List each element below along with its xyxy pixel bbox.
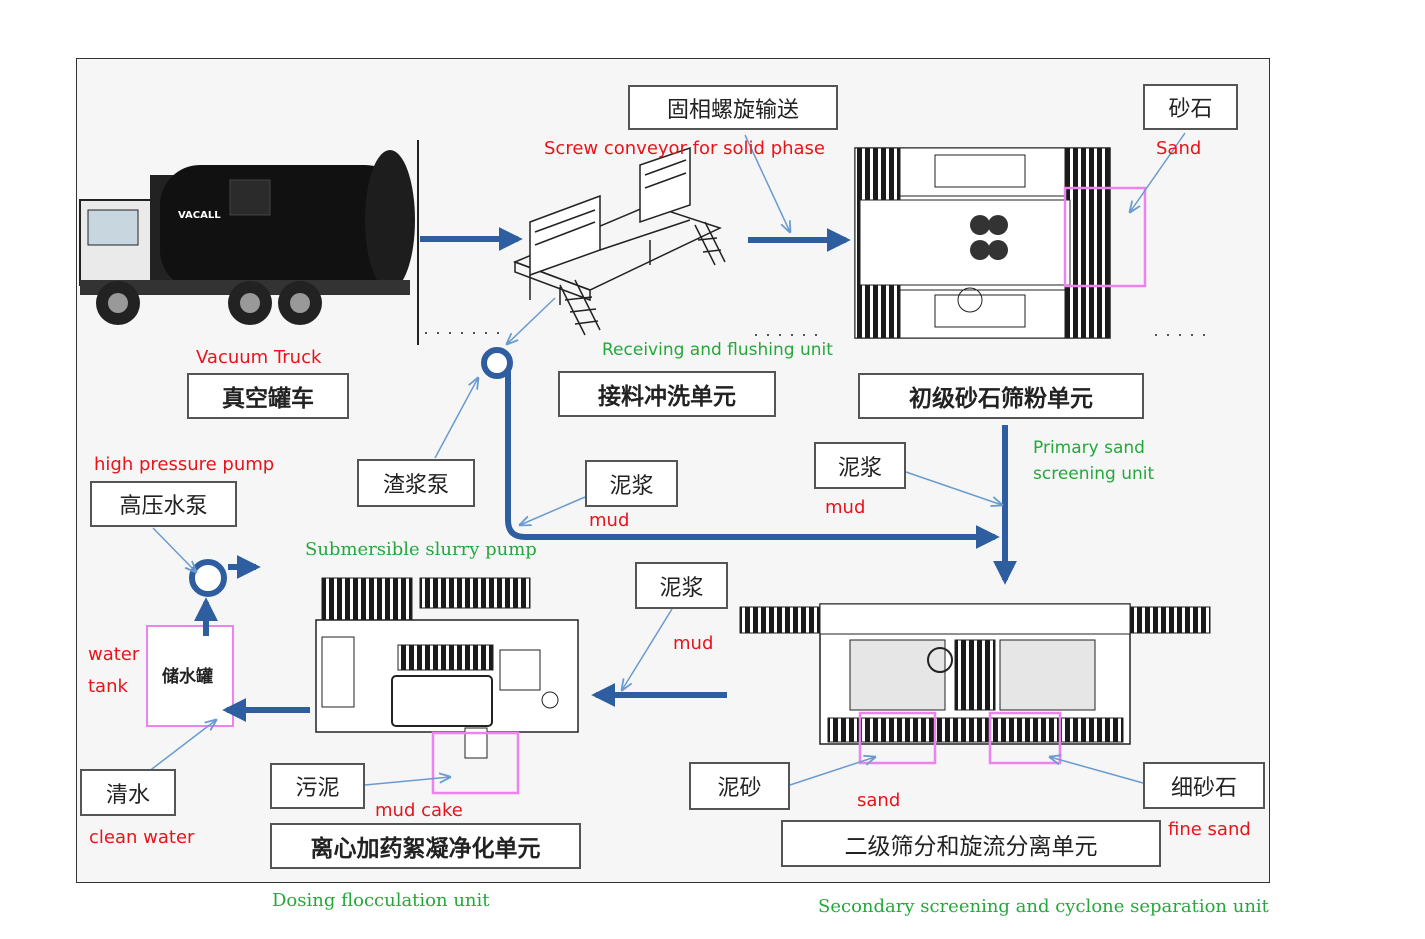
mud-cn-label-2: 泥浆	[814, 442, 906, 489]
hp-pump-cn-label: 高压水泵	[90, 481, 237, 527]
vacuum-truck-en-label: Vacuum Truck	[196, 347, 322, 368]
dosing-unit-en-label: Dosing flocculation unit	[272, 890, 490, 911]
sand-outlet-highlight-2	[858, 711, 937, 765]
primary-unit-cn-label: 初级砂石筛粉单元	[858, 373, 1144, 419]
pointer-clean-water	[147, 720, 216, 773]
slag-pump-cn-label: 渣浆泵	[357, 459, 475, 507]
flow-arrow-slurry-pipe	[505, 370, 1000, 549]
screw-conveyor-en-label: Screw conveyor for solid phase	[544, 138, 826, 159]
mud-cake-highlight	[431, 731, 520, 795]
dosing-unit-image	[315, 577, 579, 795]
pointer-hp-pump	[152, 527, 196, 572]
sand-en-label: Sand	[1156, 138, 1202, 159]
primary-unit-en-label-1: Primary sand	[1033, 438, 1145, 458]
truck-brand-text: VACALL	[178, 210, 221, 221]
pointer-mud-1	[520, 496, 586, 525]
submersible-pump-en-label: Submersible slurry pump	[305, 539, 537, 560]
pointer-receiving	[507, 297, 556, 344]
receiving-unit-cn-label: 接料冲洗单元	[558, 371, 776, 417]
fine-sand-outlet-highlight	[988, 711, 1062, 765]
slurry-pump-symbol	[481, 347, 513, 379]
mudsand-cn-label: 泥砂	[689, 762, 790, 810]
hp-pump-en-label: high pressure pump	[94, 454, 275, 475]
sand-cn-label: 砂石	[1143, 84, 1238, 130]
clean-water-en-label: clean water	[89, 827, 195, 848]
dosing-unit-cn-label: 离心加药絮凝净化单元	[270, 823, 581, 869]
water-tank-en-label-1: water	[88, 644, 140, 665]
sand-en-label-2: sand	[857, 790, 901, 811]
primary-unit-en-label-2: screening unit	[1033, 464, 1155, 484]
mud-en-label-1: mud	[589, 510, 630, 531]
fine-sand-en-label: fine sand	[1168, 819, 1251, 840]
screw-conveyor-cn-label: 固相螺旋输送	[628, 85, 838, 130]
secondary-unit-cn-label: 二级筛分和旋流分离单元	[781, 820, 1161, 867]
secondary-screening-unit-image	[739, 603, 1211, 765]
clean-water-cn-label: 清水	[80, 769, 176, 816]
pointer-mud-2	[905, 471, 1002, 505]
water-tank-cn-label: 储水罐	[162, 667, 213, 687]
receiving-unit-image	[512, 146, 726, 336]
finesand-cn-label: 细砂石	[1143, 762, 1265, 809]
vacuum-truck-cn-label: 真空罐车	[187, 373, 349, 419]
receiving-unit-en-label: Receiving and flushing unit	[602, 340, 833, 360]
mud-cn-label-3: 泥浆	[635, 562, 728, 609]
water-tank	[146, 625, 234, 727]
high-pressure-pump-symbol	[189, 559, 227, 597]
mud-cn-label-1: 泥浆	[585, 460, 678, 507]
sand-outlet-highlight	[1063, 186, 1147, 288]
pointer-finesand	[1050, 757, 1144, 784]
secondary-unit-en-label: Secondary screening and cyclone separati…	[818, 896, 1269, 917]
pointer-mudsand	[789, 757, 875, 786]
pointer-sand	[1130, 132, 1186, 212]
vacuum-truck-image: VACALL	[79, 140, 419, 345]
mud-en-label-3: mud	[673, 633, 714, 654]
pointer-slag-pump	[434, 378, 478, 459]
mud-en-label-2: mud	[825, 497, 866, 518]
pointer-sludge	[364, 777, 450, 786]
pointer-mud-3	[622, 608, 673, 690]
primary-screening-unit-image	[854, 147, 1147, 339]
pointer-screw	[744, 134, 790, 232]
sludge-cn-label: 污泥	[270, 763, 365, 809]
mud-cake-en-label: mud cake	[375, 800, 463, 821]
water-tank-en-label-2: tank	[88, 676, 128, 697]
